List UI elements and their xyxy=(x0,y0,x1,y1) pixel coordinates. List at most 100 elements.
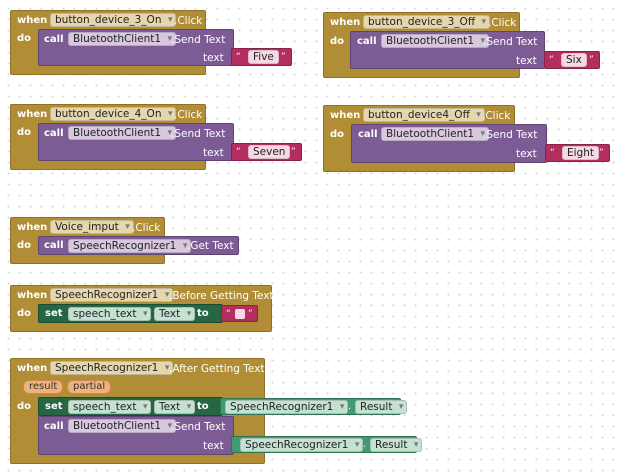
when-label: when xyxy=(17,222,48,233)
event-name: .Before Getting Text xyxy=(169,290,274,302)
open-quote-icon: “ xyxy=(226,309,231,319)
method-target-dropdown[interactable]: BluetoothClient1 xyxy=(381,34,490,48)
close-quote-icon: ” xyxy=(589,55,594,65)
call-block-send-text[interactable]: call BluetoothClient1 .Send Text text xyxy=(38,29,234,66)
method-name: .Send Text xyxy=(171,128,226,140)
event-name: .Click xyxy=(482,110,511,122)
component-dropdown[interactable]: button_device4_Off xyxy=(363,108,485,122)
call-block-send-text[interactable]: call BluetoothClient1 .Send Text text xyxy=(38,416,234,455)
do-label: do xyxy=(330,129,345,140)
method-target-dropdown[interactable]: BluetoothClient1 xyxy=(68,32,177,46)
close-quote-icon: ” xyxy=(599,148,604,158)
string-block[interactable]: “ Six ” xyxy=(544,51,600,69)
event-name: .After Getting Text xyxy=(169,363,265,375)
when-label: when xyxy=(17,363,48,374)
do-label: do xyxy=(17,308,32,319)
call-label: call xyxy=(44,128,64,139)
call-label: call xyxy=(44,421,64,432)
method-name: .Send Text xyxy=(483,129,538,141)
property-getter-block[interactable]: SpeechRecognizer1 . Result xyxy=(231,436,423,453)
param-result[interactable]: result xyxy=(23,380,64,394)
variable-dropdown[interactable]: speech_text xyxy=(68,400,152,414)
do-label: do xyxy=(17,240,32,251)
when-label: when xyxy=(17,15,48,26)
property-dropdown[interactable]: Text xyxy=(154,307,196,321)
arg-label-text: text xyxy=(203,440,224,452)
do-label: do xyxy=(330,36,345,47)
set-label: set xyxy=(45,401,63,412)
component-dropdown[interactable]: SpeechRecognizer1 xyxy=(50,288,174,302)
to-label: to xyxy=(197,401,209,412)
method-name: .Send Text xyxy=(171,421,226,433)
event-name: .Click xyxy=(174,15,203,27)
close-quote-icon: ” xyxy=(248,309,253,319)
method-name: .Get Text xyxy=(187,240,234,252)
dot-separator: . xyxy=(363,439,367,450)
property-dropdown[interactable]: Result xyxy=(370,438,423,452)
close-quote-icon: ” xyxy=(281,52,286,62)
component-dropdown[interactable]: button_device_3_Off xyxy=(363,15,491,29)
string-block[interactable]: “ Seven ” xyxy=(231,143,302,161)
dot-separator: . xyxy=(348,401,352,412)
do-label: do xyxy=(17,33,32,44)
call-label: call xyxy=(357,36,377,47)
close-quote-icon: ” xyxy=(291,147,296,157)
open-quote-icon: “ xyxy=(236,52,241,62)
event-name: .Click xyxy=(488,17,517,29)
method-target-dropdown[interactable]: BluetoothClient1 xyxy=(68,126,177,140)
when-label: when xyxy=(17,109,48,120)
set-property-block[interactable]: set speech_text . Text to xyxy=(38,397,223,416)
arg-label-text: text xyxy=(516,148,537,160)
open-quote-icon: “ xyxy=(550,148,555,158)
property-dropdown[interactable]: Result xyxy=(355,400,408,414)
call-label: call xyxy=(44,34,64,45)
when-label: when xyxy=(17,290,48,301)
string-value[interactable]: Eight xyxy=(562,146,599,160)
component-dropdown[interactable]: button_device_3_On xyxy=(50,13,177,27)
method-name: .Send Text xyxy=(483,36,538,48)
call-block-send-text[interactable]: call BluetoothClient1 .Send Text text xyxy=(38,123,234,161)
set-label: set xyxy=(45,308,63,319)
call-block-get-text[interactable]: call SpeechRecognizer1 .Get Text xyxy=(38,236,239,255)
component-dropdown[interactable]: SpeechRecognizer1 xyxy=(225,400,349,414)
method-name: .Send Text xyxy=(171,34,226,46)
event-name: .Click xyxy=(174,109,203,121)
param-partial[interactable]: partial xyxy=(67,380,112,394)
event-name: .Click xyxy=(132,222,161,234)
set-property-block[interactable]: set speech_text . Text to xyxy=(38,304,223,323)
component-dropdown[interactable]: Voice_imput xyxy=(50,220,134,234)
call-block-send-text[interactable]: call BluetoothClient1 .Send Text text xyxy=(351,124,547,163)
method-target-dropdown[interactable]: BluetoothClient1 xyxy=(381,127,490,141)
call-block-send-text[interactable]: call BluetoothClient1 .Send Text text xyxy=(350,31,545,69)
arg-label-text: text xyxy=(203,147,224,159)
when-label: when xyxy=(330,17,361,28)
call-label: call xyxy=(44,240,64,251)
component-dropdown[interactable]: SpeechRecognizer1 xyxy=(240,438,364,452)
do-label: do xyxy=(17,401,32,412)
empty-string-block[interactable]: “ ” xyxy=(221,305,258,322)
variable-dropdown[interactable]: speech_text xyxy=(68,307,152,321)
when-label: when xyxy=(330,110,361,121)
string-block[interactable]: “ Eight ” xyxy=(545,144,610,162)
string-block[interactable]: “ Five ” xyxy=(231,48,292,66)
to-label: to xyxy=(197,308,209,319)
dot-separator: . xyxy=(147,401,151,412)
dot-separator: . xyxy=(147,308,151,319)
empty-string-value[interactable] xyxy=(235,309,245,319)
string-value[interactable]: Five xyxy=(248,50,279,64)
method-target-dropdown[interactable]: SpeechRecognizer1 xyxy=(68,239,192,253)
property-getter-block[interactable]: SpeechRecognizer1 . Result xyxy=(220,398,408,415)
method-target-dropdown[interactable]: BluetoothClient1 xyxy=(68,419,177,433)
component-dropdown[interactable]: button_device_4_On xyxy=(50,107,177,121)
string-value[interactable]: Six xyxy=(561,53,587,67)
call-label: call xyxy=(358,129,378,140)
do-label: do xyxy=(17,127,32,138)
open-quote-icon: “ xyxy=(236,147,241,157)
arg-label-text: text xyxy=(203,52,224,64)
string-value[interactable]: Seven xyxy=(248,145,291,159)
arg-label-text: text xyxy=(516,55,537,67)
property-dropdown[interactable]: Text xyxy=(154,400,196,414)
open-quote-icon: “ xyxy=(549,55,554,65)
component-dropdown[interactable]: SpeechRecognizer1 xyxy=(50,361,174,375)
